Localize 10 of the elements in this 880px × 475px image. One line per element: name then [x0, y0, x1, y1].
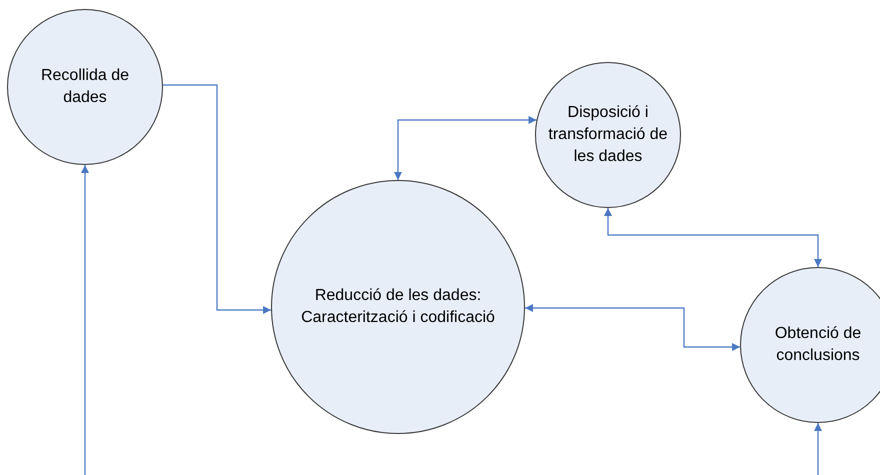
- connector-arrow: [81, 165, 89, 475]
- node-label: Disposició i transformació de les dades: [547, 103, 669, 167]
- connector-arrow: [525, 304, 740, 351]
- connector-arrow: [394, 116, 537, 180]
- node-label: Obtenció de conclusions: [774, 324, 862, 366]
- connector-arrow: [162, 84, 272, 314]
- connector-arrow: [814, 423, 822, 475]
- connector-arrow: [604, 208, 822, 267]
- node-label: Reducció de les dades: Caracterització i codificació: [300, 286, 496, 328]
- node-label: Recollida de dades: [40, 66, 130, 108]
